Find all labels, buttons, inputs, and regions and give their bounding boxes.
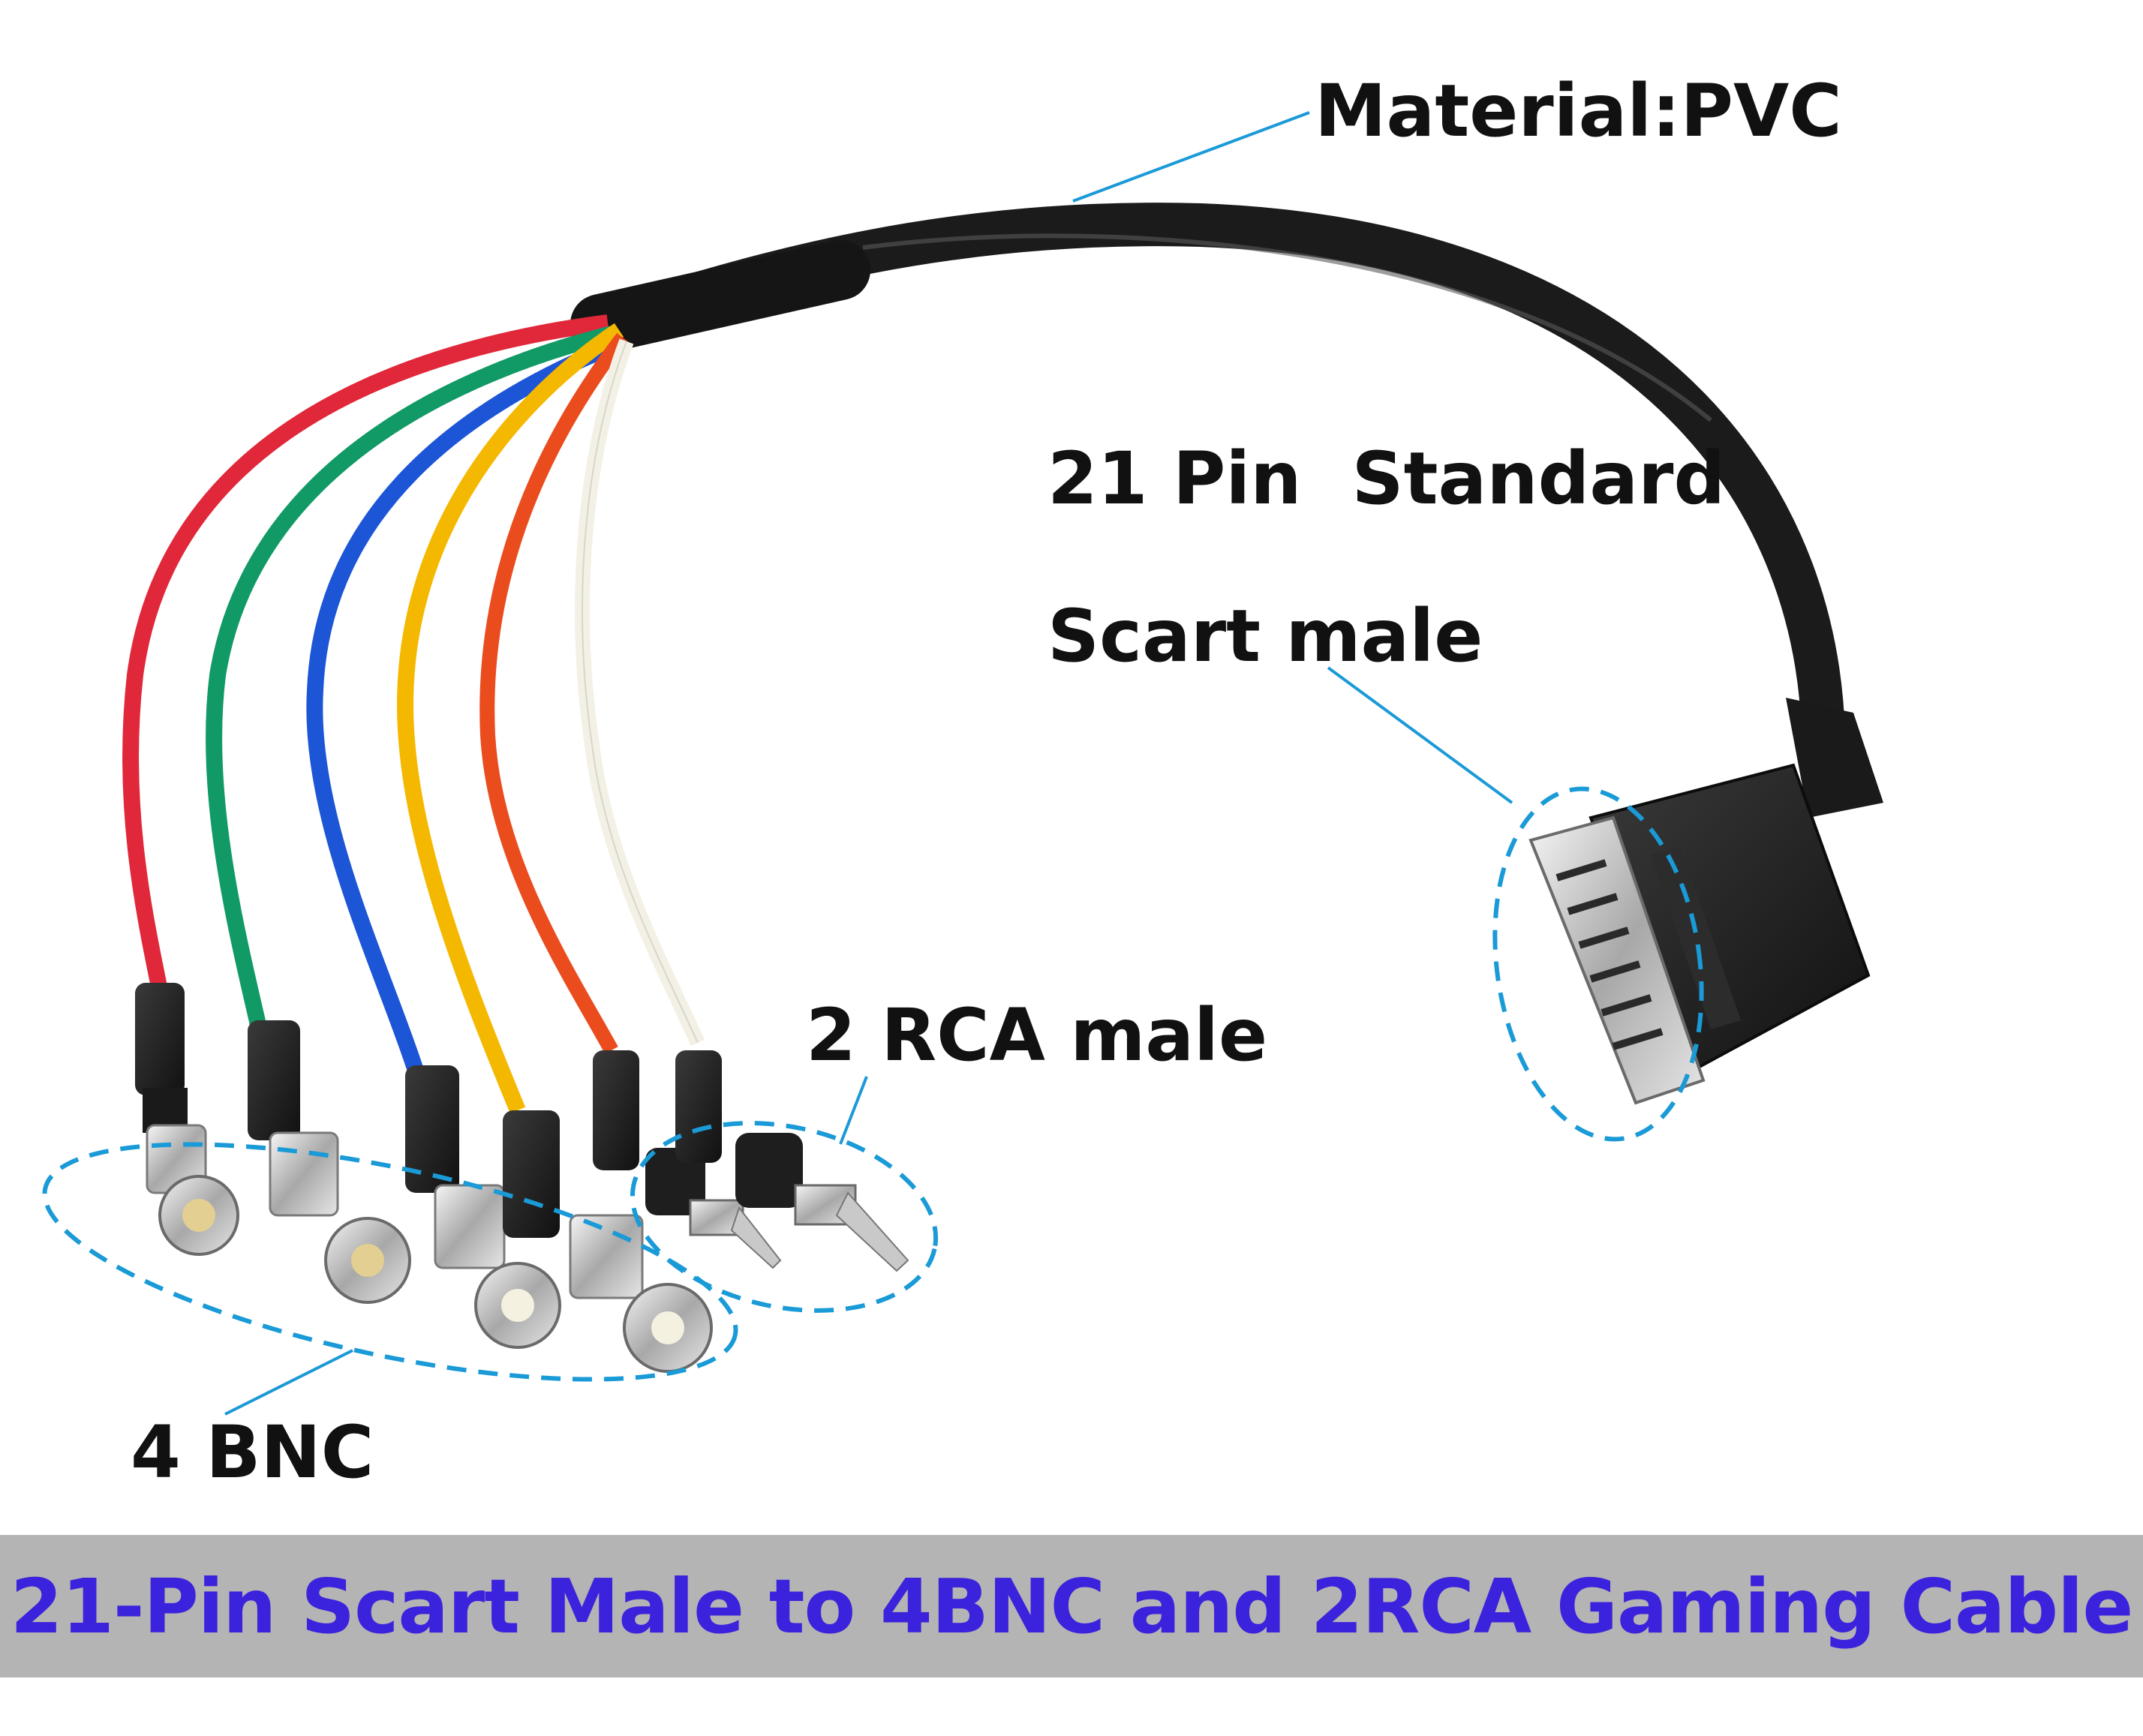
bnc-connector-2 bbox=[248, 1020, 411, 1304]
white-wire bbox=[575, 338, 705, 1047]
rca-connector-1 bbox=[593, 1050, 782, 1269]
pin-standard-label: 21 Pin Standard bbox=[1047, 437, 1726, 521]
bnc-highlight bbox=[42, 1142, 738, 1382]
scart-male-label: Scart male bbox=[1047, 594, 1483, 678]
orange-wire bbox=[479, 332, 629, 1054]
rca-highlight bbox=[630, 1121, 939, 1313]
title-banner: 21-Pin Scart Male to 4BNC and 2RCA Gamin… bbox=[0, 1535, 2143, 1677]
callout-lines bbox=[224, 111, 1513, 1416]
scart-highlight bbox=[1492, 786, 1704, 1142]
yellow-wire bbox=[396, 323, 624, 1114]
highlight-ellipses bbox=[42, 786, 1704, 1382]
product-title: 21-Pin Scart Male to 4BNC and 2RCA Gamin… bbox=[10, 1562, 2133, 1650]
red-wire bbox=[122, 314, 609, 1000]
main-cable-highlight bbox=[862, 233, 1712, 422]
green-wire bbox=[206, 326, 614, 1030]
blue-wire bbox=[306, 337, 619, 1076]
material-label: Material:PVC bbox=[1315, 69, 1842, 153]
rca-connector-2 bbox=[675, 1050, 909, 1272]
rca-male-label: 2 RCA male bbox=[806, 993, 1268, 1077]
heat-shrink-sleeve bbox=[570, 240, 870, 354]
bnc-connector-1 bbox=[135, 983, 239, 1256]
bnc-label: 4 BNC bbox=[131, 1410, 374, 1494]
scart-connector bbox=[1528, 698, 1883, 1105]
bnc-connector-3 bbox=[405, 1065, 561, 1349]
